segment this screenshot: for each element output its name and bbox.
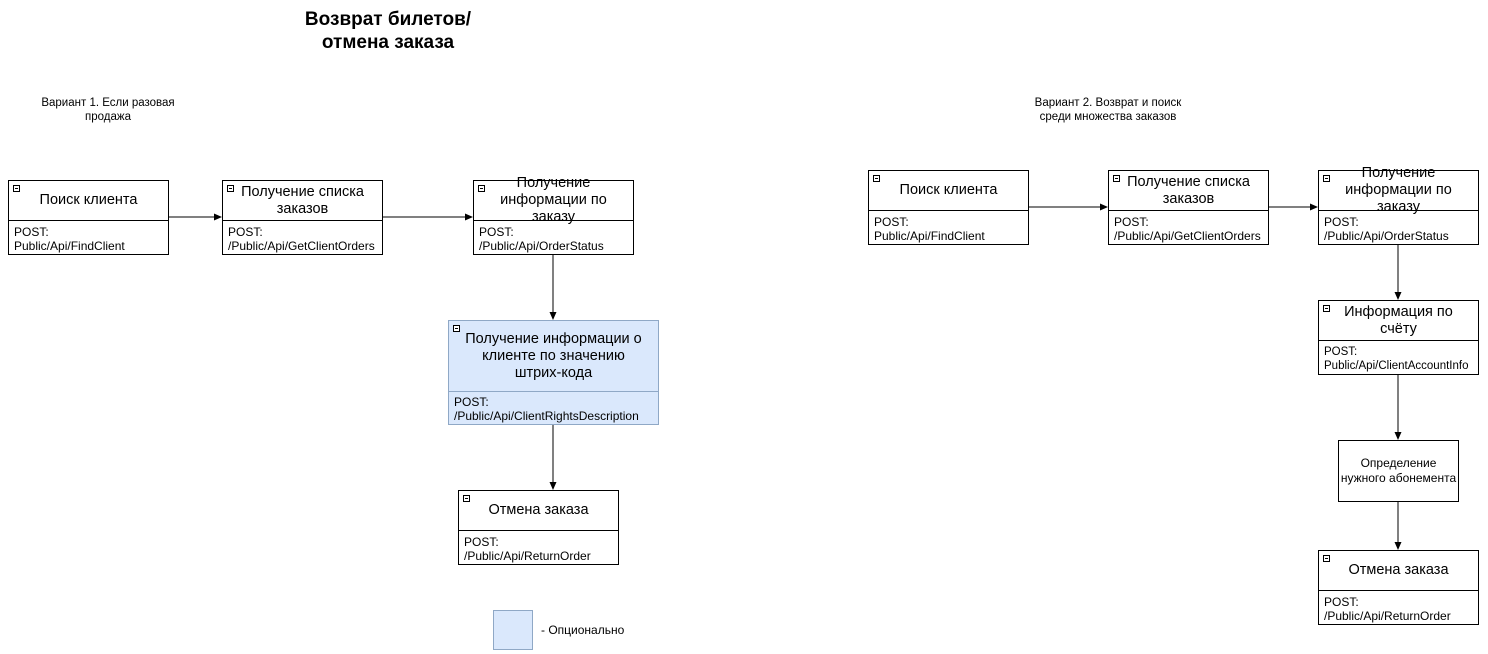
v2-node-orders-list: Получение списка заказов POST: /Public/A… xyxy=(1108,170,1269,245)
collapse-icon[interactable] xyxy=(453,325,460,332)
node-header: Получение списка заказов xyxy=(1109,171,1268,211)
node-header: Информация по счёту xyxy=(1319,301,1478,341)
node-endpoint: POST: /Public/Api/OrderStatus xyxy=(479,225,604,253)
node-header: Отмена заказа xyxy=(459,491,618,531)
node-title: Получение информации о клиенте по значен… xyxy=(465,330,642,381)
v2-node-cancel-order: Отмена заказа POST: /Public/Api/ReturnOr… xyxy=(1318,550,1479,625)
variant1-label: Вариант 1. Если разовая продажа xyxy=(41,97,175,123)
collapse-icon[interactable] xyxy=(1323,555,1330,562)
node-title: Получение списка заказов xyxy=(241,183,364,217)
node-header: Поиск клиента xyxy=(9,181,168,221)
collapse-icon[interactable] xyxy=(478,185,485,192)
node-title: Получение информации по заказу xyxy=(500,175,607,225)
node-endpoint: POST: /Public/Api/OrderStatus xyxy=(1324,215,1449,243)
node-title: Поиск клиента xyxy=(39,192,138,208)
node-endpoint: POST: /Public/Api/GetClientOrders xyxy=(1114,215,1261,243)
node-title: Отмена заказа xyxy=(1348,562,1449,578)
collapse-icon[interactable] xyxy=(13,185,20,192)
node-title: Поиск клиента xyxy=(899,182,998,198)
v1-node-cancel-order: Отмена заказа POST: /Public/Api/ReturnOr… xyxy=(458,490,619,565)
collapse-icon[interactable] xyxy=(873,175,880,182)
node-header: Получение списка заказов xyxy=(223,181,382,221)
v2-node-account-info: Информация по счёту POST: Public/Api/Cli… xyxy=(1318,300,1479,375)
node-title: Получение информации по заказу xyxy=(1345,165,1452,215)
node-endpoint: POST: /Public/Api/ClientRightsDescriptio… xyxy=(454,395,639,423)
node-endpoint: POST: Public/Api/FindClient xyxy=(874,215,985,243)
legend-swatch-optional xyxy=(493,610,533,650)
node-header: Получение информации по заказу xyxy=(474,175,633,225)
node-header: Отмена заказа xyxy=(1319,551,1478,591)
node-endpoint: POST: Public/Api/ClientAccountInfo xyxy=(1324,346,1469,372)
collapse-icon[interactable] xyxy=(1113,175,1120,182)
v1-node-order-info: Получение информации по заказу POST: /Pu… xyxy=(473,175,634,255)
node-header: Получение информации по заказу xyxy=(1319,165,1478,215)
diagram-title: Возврат билетов/ отмена заказа xyxy=(304,9,472,53)
node-title: Получение списка заказов xyxy=(1127,173,1250,207)
node-title: Информация по счёту xyxy=(1344,303,1453,337)
v2-node-subscription: Определение нужного абонемента xyxy=(1338,440,1459,502)
node-endpoint: POST: /Public/Api/GetClientOrders xyxy=(228,225,375,253)
v1-node-find-client: Поиск клиента POST: Public/Api/FindClien… xyxy=(8,180,169,255)
v2-node-find-client: Поиск клиента POST: Public/Api/FindClien… xyxy=(868,170,1029,245)
node-header: Поиск клиента xyxy=(869,171,1028,211)
node-endpoint: POST: /Public/Api/ReturnOrder xyxy=(464,535,591,563)
collapse-icon[interactable] xyxy=(1323,175,1330,182)
variant2-label: Вариант 2. Возврат и поиск среди множест… xyxy=(1034,97,1182,123)
v1-node-orders-list: Получение списка заказов POST: /Public/A… xyxy=(222,180,383,255)
v2-node-order-info: Получение информации по заказу POST: /Pu… xyxy=(1318,165,1479,245)
collapse-icon[interactable] xyxy=(463,495,470,502)
legend-label-optional: - Опционально xyxy=(541,623,625,637)
node-header: Получение информации о клиенте по значен… xyxy=(449,321,658,392)
node-endpoint: POST: /Public/Api/ReturnOrder xyxy=(1324,595,1451,623)
v1-node-client-by-barcode: Получение информации о клиенте по значен… xyxy=(448,320,659,425)
node-endpoint: POST: Public/Api/FindClient xyxy=(14,225,125,253)
node-title: Определение нужного абонемента xyxy=(1340,456,1457,485)
node-title: Отмена заказа xyxy=(488,502,589,518)
collapse-icon[interactable] xyxy=(227,185,234,192)
collapse-icon[interactable] xyxy=(1323,305,1330,312)
